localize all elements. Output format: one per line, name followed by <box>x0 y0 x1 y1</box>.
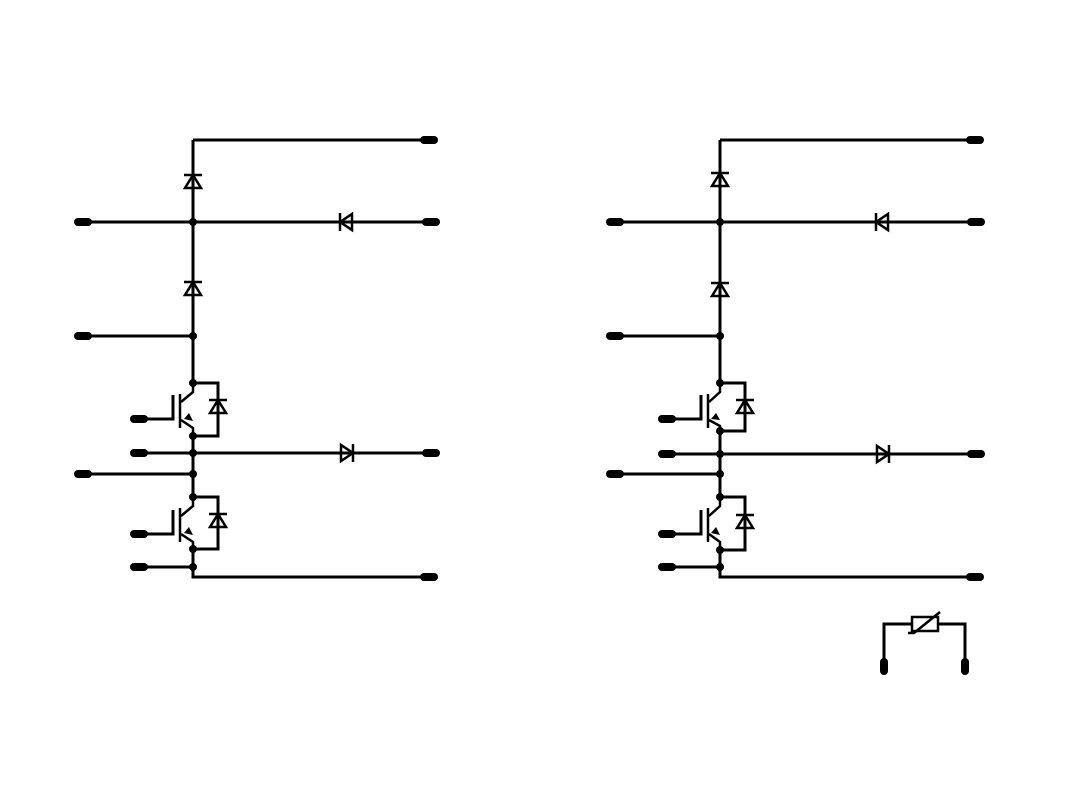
circuit-left <box>74 136 440 581</box>
wire <box>720 381 747 433</box>
wire <box>720 495 747 552</box>
diode-icon <box>873 211 890 233</box>
right-wires <box>613 138 976 579</box>
igbt-icon <box>665 497 722 550</box>
wire <box>718 550 974 579</box>
thermistor-icon <box>908 611 941 635</box>
diode-icon <box>207 511 229 529</box>
left-wires <box>82 138 430 579</box>
wire <box>193 495 220 551</box>
diode-icon <box>182 172 204 190</box>
diode-icon <box>337 211 354 233</box>
igbt-icon <box>665 383 722 431</box>
diode-icon <box>709 170 731 188</box>
junction-dot-icon <box>716 218 724 571</box>
diode-icon <box>207 397 229 415</box>
circuit-right <box>606 136 985 581</box>
diode-icon <box>709 280 731 298</box>
diode-icon <box>182 279 204 297</box>
terminal-icon[interactable] <box>74 136 440 581</box>
wire <box>882 622 912 666</box>
wire <box>193 381 220 438</box>
ntc-thermistor <box>880 611 969 675</box>
diode-icon <box>734 512 756 530</box>
wire <box>938 622 967 666</box>
igbt-icon <box>138 383 195 436</box>
igbt-icon <box>138 497 195 549</box>
terminal-icon[interactable] <box>880 658 969 675</box>
junction-dot-icon <box>189 218 197 571</box>
terminal-icon[interactable] <box>606 136 985 581</box>
diode-icon <box>734 397 756 415</box>
diode-icon <box>875 443 892 465</box>
wire <box>191 549 428 579</box>
diode-icon <box>339 442 356 464</box>
